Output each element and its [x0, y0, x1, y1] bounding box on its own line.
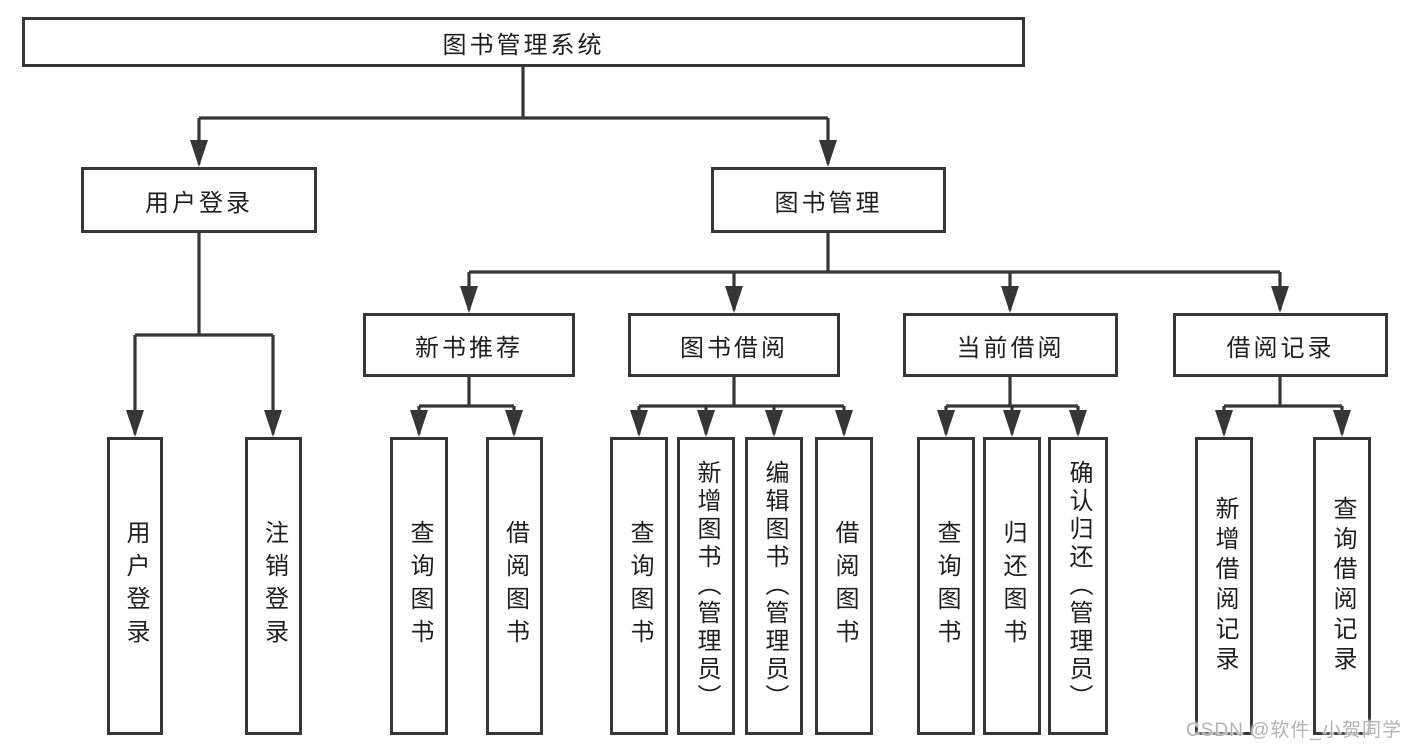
watermark: CSDN @软件_小贺同学	[1186, 720, 1402, 741]
leaf-label: 新增借阅记录	[1211, 496, 1238, 676]
node-leaf-rec-borrow-book: 借阅图书	[486, 437, 543, 735]
leaf-label: 查询图书	[626, 520, 653, 652]
leaf-label: 用户登录	[122, 520, 149, 652]
node-root-label: 图书管理系统	[442, 31, 605, 59]
leaf-label: 查询图书	[933, 520, 960, 652]
leaf-label: 借阅图书	[831, 520, 858, 652]
node-leaf-bb-edit-book: 编辑图书（管理员）	[745, 437, 803, 735]
node-book-mgmt: 图书管理	[711, 167, 946, 233]
leaf-label: 编辑图书（管理员）	[761, 460, 788, 712]
leaf-label: 新增图书（管理员）	[693, 460, 720, 712]
leaf-label: 归还图书	[999, 520, 1026, 652]
node-current-borrow-label: 当前借阅	[956, 334, 1065, 362]
node-new-book-rec: 新书推荐	[363, 313, 575, 377]
leaf-label: 查询借阅记录	[1329, 496, 1356, 676]
node-user-login-label: 用户登录	[145, 189, 253, 217]
node-leaf-bb-query-book: 查询图书	[610, 437, 668, 735]
node-root: 图书管理系统	[22, 17, 1025, 67]
node-book-mgmt-label: 图书管理	[774, 189, 883, 217]
node-leaf-cb-return-book: 归还图书	[983, 437, 1041, 735]
node-leaf-rec-query-book: 查询图书	[390, 437, 448, 735]
node-leaf-user-login: 用户登录	[107, 437, 163, 735]
leaf-label: 借阅图书	[501, 520, 529, 652]
leaf-label: 确认归还（管理员）	[1065, 460, 1092, 712]
node-leaf-br-query-record: 查询借阅记录	[1313, 437, 1371, 735]
leaf-label: 查询图书	[406, 520, 433, 652]
node-borrow-record-label: 借阅记录	[1226, 334, 1335, 362]
leaf-label: 注销登录	[260, 520, 288, 652]
node-book-borrow: 图书借阅	[628, 313, 840, 377]
node-leaf-cb-confirm-return: 确认归还（管理员）	[1048, 437, 1108, 735]
node-leaf-br-add-record: 新增借阅记录	[1195, 437, 1253, 735]
node-book-borrow-label: 图书借阅	[680, 334, 788, 362]
node-new-book-rec-label: 新书推荐	[415, 334, 523, 362]
node-leaf-bb-borrow-book: 借阅图书	[815, 437, 873, 735]
node-leaf-cb-query-book: 查询图书	[917, 437, 975, 735]
node-borrow-record: 借阅记录	[1173, 313, 1388, 377]
node-leaf-logout: 注销登录	[245, 437, 302, 735]
node-current-borrow: 当前借阅	[903, 313, 1118, 377]
node-user-login: 用户登录	[81, 167, 317, 233]
node-leaf-bb-add-book: 新增图书（管理员）	[677, 437, 735, 735]
